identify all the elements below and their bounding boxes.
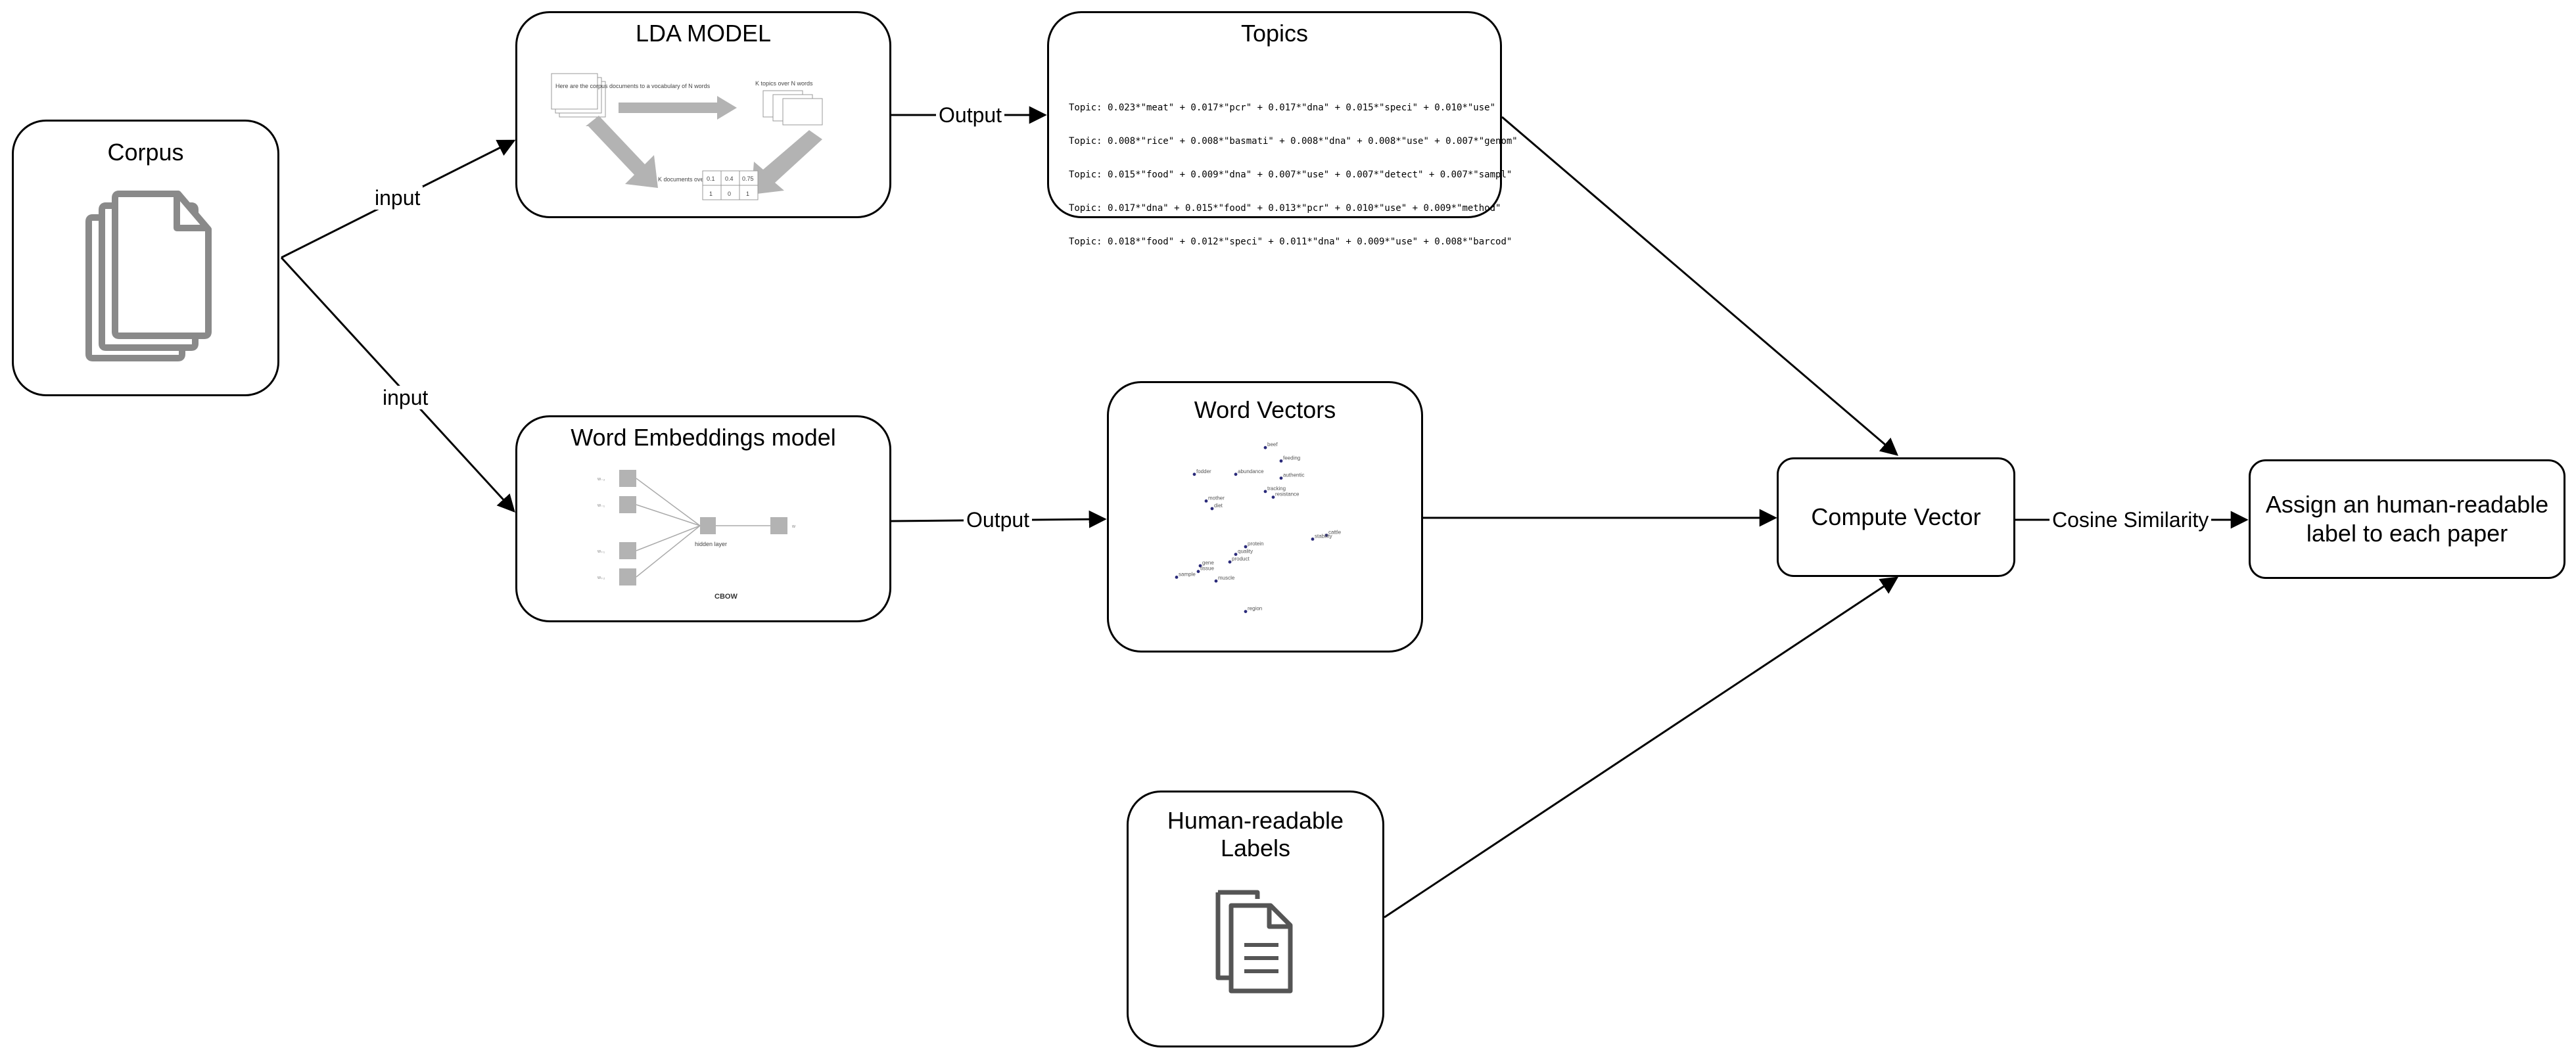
corpus-title: Corpus bbox=[107, 139, 184, 166]
compute-vector-node: Compute Vector bbox=[1777, 457, 2015, 577]
word-vector-label: gene bbox=[1202, 560, 1214, 566]
cbow-caption: CBOW bbox=[714, 593, 738, 601]
svg-text:w: w bbox=[791, 524, 796, 529]
cbow-hidden-label: hidden layer bbox=[695, 541, 727, 547]
lda-value-3: 0.75 bbox=[742, 175, 754, 182]
edge-label-output-bottom: Output bbox=[964, 508, 1033, 532]
assign-label-title: Assign an human-readable label to each p… bbox=[2265, 491, 2549, 547]
topics-node: Topics Topic: 0.023*"meat" + 0.017*"pcr"… bbox=[1047, 11, 1518, 247]
word-vector-point bbox=[1228, 560, 1232, 564]
word-vector-label: mother bbox=[1208, 495, 1225, 501]
topic-line: Topic: 0.015*"food" + 0.009*"dna" + 0.00… bbox=[1069, 170, 1512, 180]
word-vector-point bbox=[1198, 564, 1202, 568]
word-vector-point bbox=[1311, 538, 1315, 541]
lda-model-title: LDA MODEL bbox=[635, 20, 772, 47]
word-vector-label: product bbox=[1232, 556, 1250, 562]
lda-topic-label: K topics over N words bbox=[755, 80, 813, 87]
word-vectors-title: Word Vectors bbox=[1194, 396, 1336, 423]
lda-model-sketch: Here are the corpus documents to a vocab… bbox=[551, 73, 823, 200]
corpus-node: Corpus bbox=[12, 120, 279, 396]
documents-icon bbox=[85, 191, 212, 361]
edge-label-cosine-similarity: Cosine Similarity bbox=[2049, 508, 2212, 532]
lda-arrow-down-left bbox=[586, 116, 658, 188]
document-icon bbox=[1215, 890, 1293, 994]
topic-line: Topic: 0.018*"food" + 0.012*"speci" + 0.… bbox=[1069, 237, 1512, 247]
word-vector-label: tracking bbox=[1267, 486, 1286, 492]
edge-label-input-top: input bbox=[372, 186, 423, 210]
topics-title: Topics bbox=[1240, 20, 1309, 47]
edge-label-input-bottom: input bbox=[380, 386, 431, 409]
lda-value-4: 1 bbox=[709, 191, 713, 197]
word-vector-label: authentic bbox=[1283, 472, 1304, 478]
word-vector-point bbox=[1196, 570, 1200, 574]
svg-text:w₋₁: w₋₁ bbox=[597, 503, 605, 508]
svg-text:w₋₂: w₋₂ bbox=[597, 477, 605, 482]
svg-text:w₊₁: w₊₁ bbox=[597, 549, 605, 554]
lda-arrow-right bbox=[619, 96, 737, 120]
lda-dist-label: K documents over K topics bbox=[658, 176, 729, 183]
word-vector-point bbox=[1279, 476, 1283, 480]
compute-vector-title: Compute Vector bbox=[1811, 503, 1981, 530]
human-readable-labels-title: Human-readable Labels bbox=[1167, 807, 1344, 861]
word-vector-point bbox=[1279, 459, 1283, 463]
word-vector-point bbox=[1244, 610, 1248, 613]
word-vector-label: feeding bbox=[1283, 455, 1300, 461]
topic-line: Topic: 0.023*"meat" + 0.017*"pcr" + 0.01… bbox=[1069, 103, 1496, 113]
word-vector-point bbox=[1324, 534, 1328, 537]
topic-line: Topic: 0.008*"rice" + 0.008*"basmati" + … bbox=[1069, 136, 1518, 147]
assign-label-node: Assign an human-readable label to each p… bbox=[2249, 459, 2565, 579]
word-vector-label: tissue bbox=[1200, 566, 1214, 572]
edge-corpus-to-we bbox=[280, 256, 515, 513]
word-vector-label: stability bbox=[1315, 533, 1332, 539]
word-vector-label: beef bbox=[1267, 442, 1278, 448]
word-vector-label: protein bbox=[1248, 541, 1263, 547]
word-vectors-plot: beef feeding fodder abundance authentic track… bbox=[1175, 442, 1342, 613]
lda-value-6: 1 bbox=[746, 191, 749, 197]
word-vector-point bbox=[1210, 507, 1214, 511]
cbow-sketch: w₋₂ w₋₁ w₊₁ w₊₂ w hidden layer CBOW bbox=[597, 470, 796, 601]
word-embeddings-model-node: Word Embeddings model w₋₂ w₋₁ w₊₁ w₊₂ w … bbox=[515, 415, 891, 622]
lda-value-5: 0 bbox=[728, 191, 731, 197]
word-vector-label: resistance bbox=[1275, 492, 1300, 497]
word-embeddings-model-title: Word Embeddings model bbox=[571, 424, 836, 451]
lda-value-1: 0.1 bbox=[707, 175, 715, 182]
word-vector-label: quality bbox=[1238, 549, 1253, 555]
lda-value-2: 0.4 bbox=[725, 175, 734, 182]
word-vector-point bbox=[1234, 553, 1238, 556]
word-vector-point bbox=[1175, 576, 1179, 579]
topics-list: Topic: 0.023*"meat" + 0.017*"pcr" + 0.01… bbox=[1069, 80, 1518, 270]
word-vector-point bbox=[1204, 499, 1208, 503]
word-vector-label: abundance bbox=[1238, 469, 1264, 474]
lda-arrow-down-right bbox=[751, 130, 822, 195]
edge-topics-to-compute bbox=[1501, 116, 1899, 456]
edge-labels-to-compute bbox=[1384, 576, 1899, 919]
word-vector-label: region bbox=[1248, 606, 1262, 612]
word-vector-point bbox=[1263, 490, 1267, 494]
word-vector-label: fodder bbox=[1196, 469, 1211, 474]
word-vector-label: diet bbox=[1214, 503, 1223, 509]
word-vector-point bbox=[1271, 495, 1275, 499]
word-vector-point bbox=[1214, 579, 1218, 583]
word-vector-point bbox=[1192, 472, 1196, 476]
svg-text:w₊₂: w₊₂ bbox=[597, 576, 605, 580]
word-vector-point bbox=[1234, 472, 1238, 476]
human-readable-labels-node: Human-readable Labels bbox=[1127, 791, 1384, 1047]
word-vector-label: cattle bbox=[1328, 530, 1342, 536]
word-vector-label: muscle bbox=[1218, 575, 1235, 581]
word-vector-point bbox=[1244, 545, 1248, 549]
edge-label-output-top: Output bbox=[936, 103, 1005, 127]
topic-line: Topic: 0.017*"dna" + 0.015*"food" + 0.01… bbox=[1069, 203, 1501, 214]
word-vectors-node: Word Vectors beef feeding fodder abundance a… bbox=[1107, 381, 1423, 653]
word-vector-label: sample bbox=[1179, 571, 1196, 577]
word-vector-point bbox=[1263, 446, 1267, 449]
lda-doc-label: Here are the corpus documents to a vocab… bbox=[555, 83, 711, 89]
lda-model-node: LDA MODEL Here are the corpus documents … bbox=[515, 11, 891, 218]
